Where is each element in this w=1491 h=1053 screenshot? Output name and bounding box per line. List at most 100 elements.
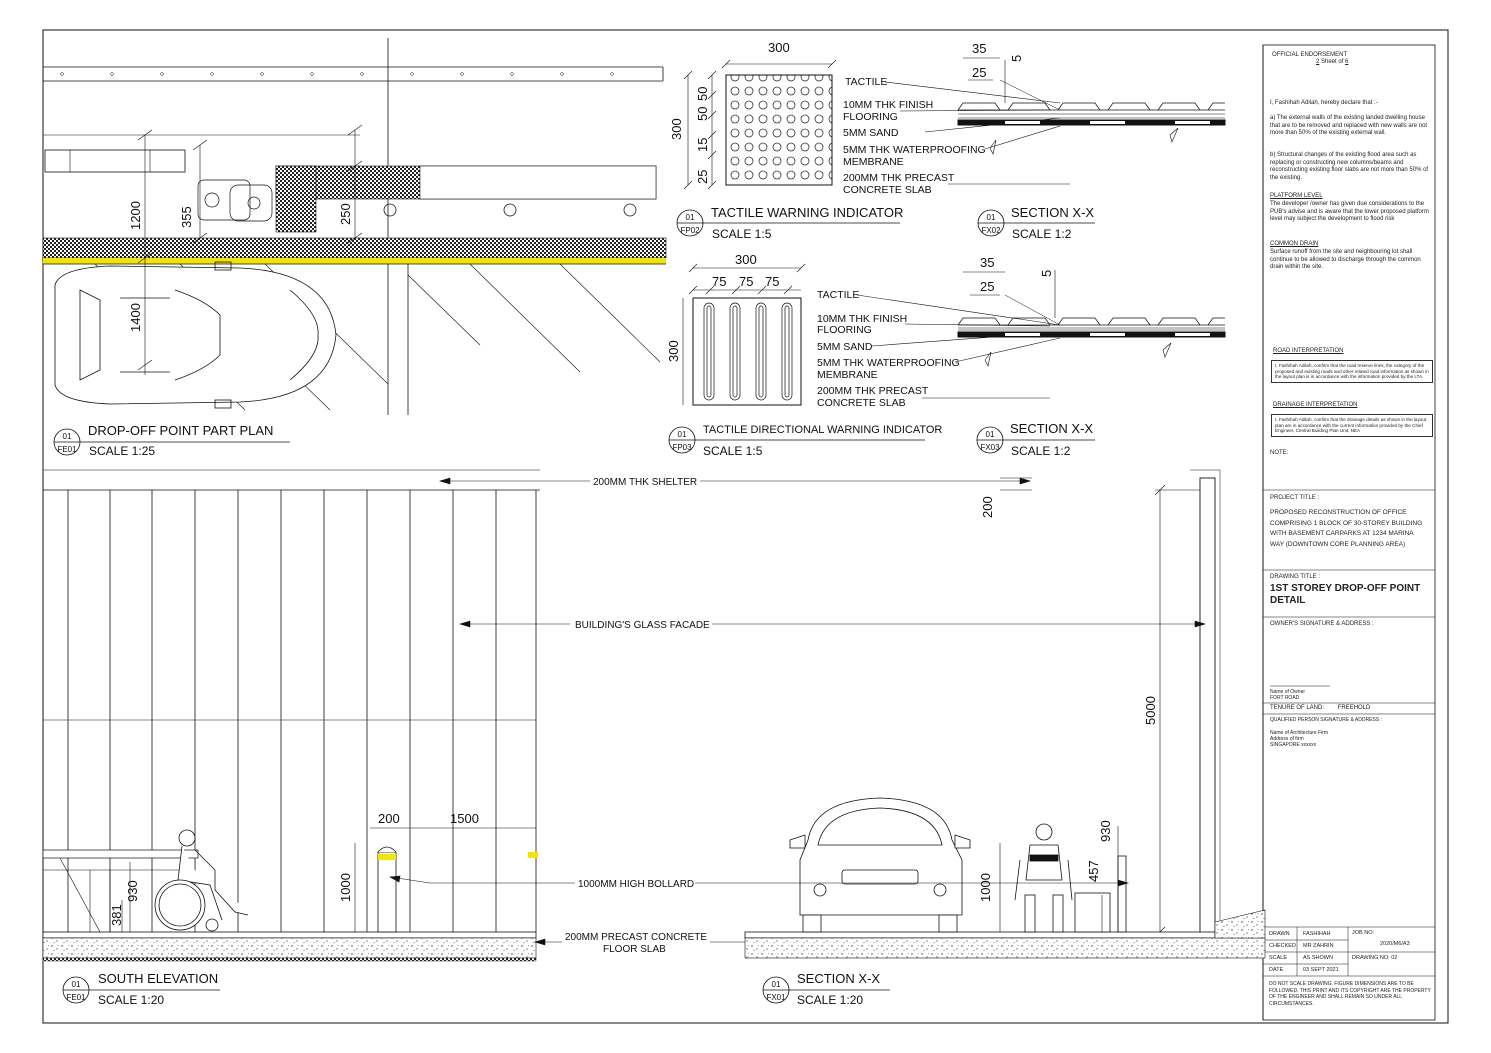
drawing-title-label: DRAWING TITLE : [1270,574,1321,580]
label-finish-1: 10MM THK FINISH [843,99,933,111]
tag-fp03: 01 FP03 TACTILE DIRECTIONAL WARNING INDI… [668,424,942,458]
label-tactile-2: TACTILE [817,289,859,301]
drawing-no-value: 02 [1391,955,1398,961]
drawing-title-line-1: 1ST STOREY DROP-OFF POINT [1270,583,1421,594]
job-value: 2020/M6/A3 [1380,941,1410,947]
drain-text: Surface runoff from the site and neighbo… [1270,249,1421,270]
tag-fe01-plan: 01 FE01 DROP-OFF POINT PART PLAN SCALE 1… [53,423,290,458]
sheet-border [42,29,1449,1024]
dim-1200: 1200 [128,201,143,230]
owner-label: OWNER'S SIGNATURE & ADDRESS : [1270,621,1374,627]
date-label: DATE [1269,967,1284,973]
project-line-2: COMPRISING 1 BLOCK OF 30-STOREY BUILDING [1270,519,1423,527]
title-south-elevation: SOUTH ELEVATION [98,971,218,986]
drop-off-plan [42,38,667,415]
svg-text:FX02: FX02 [981,226,1001,235]
fx02-dim-5: 5 [1009,55,1024,62]
label-floor-slab-2: FLOOR SLAB [603,944,666,955]
firm-address: Address of firm [1270,736,1304,742]
svg-text:FE01: FE01 [57,445,77,454]
scale-section-fx03: SCALE 1:2 [1011,444,1071,458]
platform-text: The developer /owner has given due consi… [1270,201,1429,222]
project-line-4: WAY (DOWNTOWN CORE PLANNING AREA) [1270,540,1406,548]
tw-dim-50a: 50 [695,87,710,101]
td-dim-75c: 75 [765,274,779,289]
label-finish-1-2: 10MM THK FINISH [817,313,907,325]
svg-text:FX03: FX03 [980,443,1000,452]
tenure-value: FREEHOLD [1337,705,1371,711]
car-front-view [789,797,971,933]
svg-text:01: 01 [63,432,72,441]
tw-dim-15: 15 [695,138,710,152]
south-elevation [42,490,538,962]
tw-dim-25: 25 [695,170,710,184]
title-section-fx03: SECTION X-X [1010,421,1093,436]
project-line-3: WITH BASEMENT CARPARKS AT 1234 MARINA [1270,530,1414,537]
section-fx01 [744,470,1266,959]
title-section-fx02: SECTION X-X [1011,205,1094,220]
title-block-frame [1262,44,1436,1021]
tw-layer-labels: TACTILE 10MM THK FINISH FLOORING 5MM SAN… [843,76,986,196]
svg-text:FP02: FP02 [680,226,700,235]
scale-section-fx02: SCALE 1:2 [1012,227,1072,241]
scale-tactile-warning: SCALE 1:5 [712,227,772,241]
svg-text:01: 01 [986,430,995,439]
label-tactile: TACTILE [845,76,887,88]
fx03-dim-25: 25 [980,279,994,294]
project-title: PROPOSED RECONSTRUCTION OF OFFICE COMPRI… [1270,508,1432,550]
fx01-dim-1000: 1000 [978,873,993,902]
checked-value: MR ZAHRIN [1303,943,1334,949]
title-drop-off-plan: DROP-OFF POINT PART PLAN [88,423,273,438]
svg-text:FX01: FX01 [766,993,786,1002]
label-membrane-2: MEMBRANE [843,156,904,168]
svg-text:FP03: FP03 [672,443,692,452]
fx02-dim-35: 35 [972,41,986,56]
tag-fx03: 01 FX03 SECTION X-X SCALE 1:2 [976,421,1095,458]
job-label: JOB NO: [1352,930,1375,936]
tenure-row: TENURE OF LAND: FREEHOLD [1270,705,1370,713]
wheelchair-user [154,829,249,932]
drop-off-plan-dims: 1200 1400 355 250 [128,201,353,332]
se-dim-200: 200 [378,811,400,826]
tactile-warning-plan [683,59,837,190]
disclaimer: DO NOT SCALE DRAWING. FIGURE DIMENSIONS … [1269,981,1431,1007]
label-floor-slab-1: 200MM PRECAST CONCRETE [565,932,707,943]
declaration-a: a) The external walls of the existing la… [1270,115,1428,136]
tag-fp02: 01 FP02 TACTILE WARNING INDICATOR SCALE … [676,205,903,241]
owner-block: Name of Owner FORT ROAD [1270,689,1305,701]
drawing-title-line-2: DETAIL [1270,595,1306,606]
scale-label: SCALE [1269,955,1288,961]
svg-text:FE01: FE01 [66,993,86,1002]
se-dim-930: 930 [125,880,140,902]
scale-drop-off-plan: SCALE 1:25 [89,444,155,458]
label-sand-2: 5MM SAND [817,341,873,353]
scale-value: AS SHOWN [1303,955,1333,961]
svg-text:01: 01 [678,430,687,439]
label-finish-2: FLOORING [843,111,898,123]
drawing-no-row: DRAWING NO: 02 [1352,955,1397,961]
firm-country: SINGAPORE xxxxxx [1270,742,1317,748]
fx01-dim-457: 457 [1086,860,1101,882]
sheet-of: Sheet of [1321,59,1344,65]
title-section-fx01: SECTION X-X [797,971,880,986]
fx03-dim-5: 5 [1039,270,1054,277]
tw-dim-width: 300 [768,40,790,55]
label-finish-2-2: FLOORING [817,324,872,336]
tw-dim-50b: 50 [695,107,710,121]
label-facade: BUILDING'S GLASS FACADE [575,620,710,631]
td-dim-75a: 75 [712,274,726,289]
fx01-dim-930: 930 [1098,820,1113,842]
drawing-no-label: DRAWING NO: [1352,955,1390,961]
td-layer-labels: TACTILE 10MM THK FINISH FLOORING 5MM SAN… [817,289,960,409]
scale-tactile-directional: SCALE 1:5 [703,444,763,458]
scale-section-fx01: SCALE 1:20 [797,993,863,1007]
owner-name: Name of Owner [1270,689,1306,695]
label-sand: 5MM SAND [843,127,899,139]
drawing-title: 1ST STOREY DROP-OFF POINT DETAIL [1270,583,1432,607]
tag-fe01-elevation: 01 FE01 SOUTH ELEVATION SCALE 1:20 [62,971,220,1007]
svg-text:01: 01 [72,980,81,989]
title-tactile-warning: TACTILE WARNING INDICATOR [711,205,903,220]
label-shelter: 200MM THK SHELTER [593,477,697,488]
title-tactile-directional: TACTILE DIRECTIONAL WARNING INDICATOR [703,424,942,436]
tactile-directional-plan [682,263,806,406]
